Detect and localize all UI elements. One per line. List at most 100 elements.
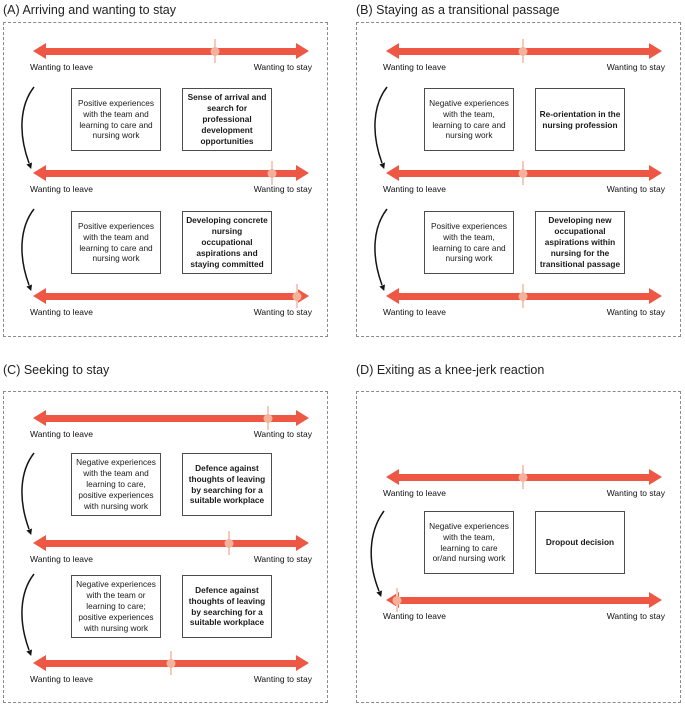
spectrum: Wanting to leave Wanting to stay xyxy=(30,406,312,444)
spectrum: Wanting to leave Wanting to stay xyxy=(30,531,312,569)
right-label: Wanting to stay xyxy=(253,184,312,194)
spectrum: Wanting to leave Wanting to stay xyxy=(30,39,312,77)
spectrum: Wanting to leave Wanting to stay xyxy=(383,39,665,77)
spectrum: Wanting to leave Wanting to stay xyxy=(30,284,312,322)
double-arrow xyxy=(386,161,662,185)
spectrum: Wanting to leave Wanting to stay xyxy=(383,161,665,199)
left-label: Wanting to leave xyxy=(30,62,93,72)
curved-arrow xyxy=(21,573,35,656)
experience-box: Negative experiences with the team, lear… xyxy=(424,511,514,574)
double-arrow xyxy=(33,406,309,430)
spectrum: Wanting to leave Wanting to stay xyxy=(383,588,665,626)
marker-dot xyxy=(292,291,302,301)
panel-a-box: Wanting to leave Wanting to stay Positiv… xyxy=(3,22,328,337)
left-label: Wanting to leave xyxy=(30,307,93,317)
panel-a-title: (A) Arriving and wanting to stay xyxy=(3,3,176,17)
arrowhead-right-icon xyxy=(296,535,309,551)
curved-arrow xyxy=(21,208,35,291)
right-label: Wanting to stay xyxy=(253,62,312,72)
marker-dot xyxy=(224,538,234,548)
experience-box: Positive experiences with the team and l… xyxy=(71,88,161,151)
panel-b-box: Wanting to leave Wanting to stay Negativ… xyxy=(356,22,681,337)
arrowhead-right-icon xyxy=(296,655,309,671)
panel-c-title: (C) Seeking to stay xyxy=(3,363,110,377)
curved-arrow xyxy=(374,208,388,291)
spectrum: Wanting to leave Wanting to stay xyxy=(30,161,312,199)
curved-arrow xyxy=(21,452,35,535)
arrowhead-left-icon xyxy=(386,165,399,181)
arrowhead-left-icon xyxy=(386,288,399,304)
experience-box: Positive experiences with the team, lear… xyxy=(424,211,514,274)
double-arrow xyxy=(386,588,662,612)
left-label: Wanting to leave xyxy=(383,62,446,72)
experience-box: Negative experiences with the team, lear… xyxy=(424,88,514,151)
marker-dot xyxy=(267,168,277,178)
marker-dot xyxy=(518,46,528,56)
outcome-box: Sense of arrival and search for professi… xyxy=(182,88,272,151)
spectrum: Wanting to leave Wanting to stay xyxy=(30,651,312,689)
right-label: Wanting to stay xyxy=(253,429,312,439)
right-label: Wanting to stay xyxy=(606,307,665,317)
arrowhead-left-icon xyxy=(386,469,399,485)
arrowhead-right-icon xyxy=(296,43,309,59)
arrowhead-left-icon xyxy=(33,165,46,181)
outcome-box: Defence against thoughts of leaving by s… xyxy=(182,575,272,638)
marker-dot xyxy=(518,472,528,482)
arrowhead-right-icon xyxy=(296,410,309,426)
double-arrow xyxy=(33,39,309,63)
spectrum: Wanting to leave Wanting to stay xyxy=(383,284,665,322)
experience-box: Positive experiences with the team and l… xyxy=(71,211,161,274)
panel-d-box: Wanting to leave Wanting to stay Negativ… xyxy=(356,391,681,703)
arrowhead-right-icon xyxy=(296,165,309,181)
right-label: Wanting to stay xyxy=(606,184,665,194)
arrowhead-left-icon xyxy=(386,43,399,59)
experience-box: Negative experiences with the team or le… xyxy=(71,575,161,638)
marker-dot xyxy=(392,595,402,605)
arrowhead-left-icon xyxy=(33,288,46,304)
marker-dot xyxy=(518,291,528,301)
panel-c-box: Wanting to leave Wanting to stay Negativ… xyxy=(3,391,328,703)
outcome-box: Developing new occupational aspirations … xyxy=(535,211,625,274)
marker-dot xyxy=(210,46,220,56)
arrowhead-left-icon xyxy=(33,535,46,551)
double-arrow xyxy=(386,284,662,308)
marker-dot xyxy=(518,168,528,178)
left-label: Wanting to leave xyxy=(30,429,93,439)
right-label: Wanting to stay xyxy=(606,611,665,621)
right-label: Wanting to stay xyxy=(253,554,312,564)
experience-box: Negative experiences with the team and l… xyxy=(71,453,161,516)
double-arrow xyxy=(33,531,309,555)
double-arrow xyxy=(33,284,309,308)
panel-b-title: (B) Staying as a transitional passage xyxy=(356,3,560,17)
outcome-box: Dropout decision xyxy=(535,511,625,574)
panel-d-title: (D) Exiting as a knee-jerk reaction xyxy=(356,363,545,377)
right-label: Wanting to stay xyxy=(253,307,312,317)
curved-arrow xyxy=(21,86,35,169)
left-label: Wanting to leave xyxy=(383,184,446,194)
curved-arrow xyxy=(374,86,388,169)
left-label: Wanting to leave xyxy=(30,184,93,194)
left-label: Wanting to leave xyxy=(30,674,93,684)
right-label: Wanting to stay xyxy=(606,488,665,498)
spectrum: Wanting to leave Wanting to stay xyxy=(383,465,665,503)
double-arrow xyxy=(386,39,662,63)
arrowhead-left-icon xyxy=(33,410,46,426)
double-arrow xyxy=(33,161,309,185)
left-label: Wanting to leave xyxy=(383,488,446,498)
right-label: Wanting to stay xyxy=(606,62,665,72)
left-label: Wanting to leave xyxy=(383,307,446,317)
arrowhead-right-icon xyxy=(649,288,662,304)
curved-arrow xyxy=(370,510,385,597)
arrowhead-right-icon xyxy=(649,165,662,181)
outcome-box: Re-orientation in the nursing profession xyxy=(535,88,625,151)
double-arrow xyxy=(386,465,662,489)
arrowhead-left-icon xyxy=(33,655,46,671)
marker-dot xyxy=(166,658,176,668)
right-label: Wanting to stay xyxy=(253,674,312,684)
outcome-box: Defence against thoughts of leaving by s… xyxy=(182,453,272,516)
marker-dot xyxy=(263,413,273,423)
arrowhead-right-icon xyxy=(649,592,662,608)
arrowhead-right-icon xyxy=(649,43,662,59)
arrowhead-right-icon xyxy=(649,469,662,485)
